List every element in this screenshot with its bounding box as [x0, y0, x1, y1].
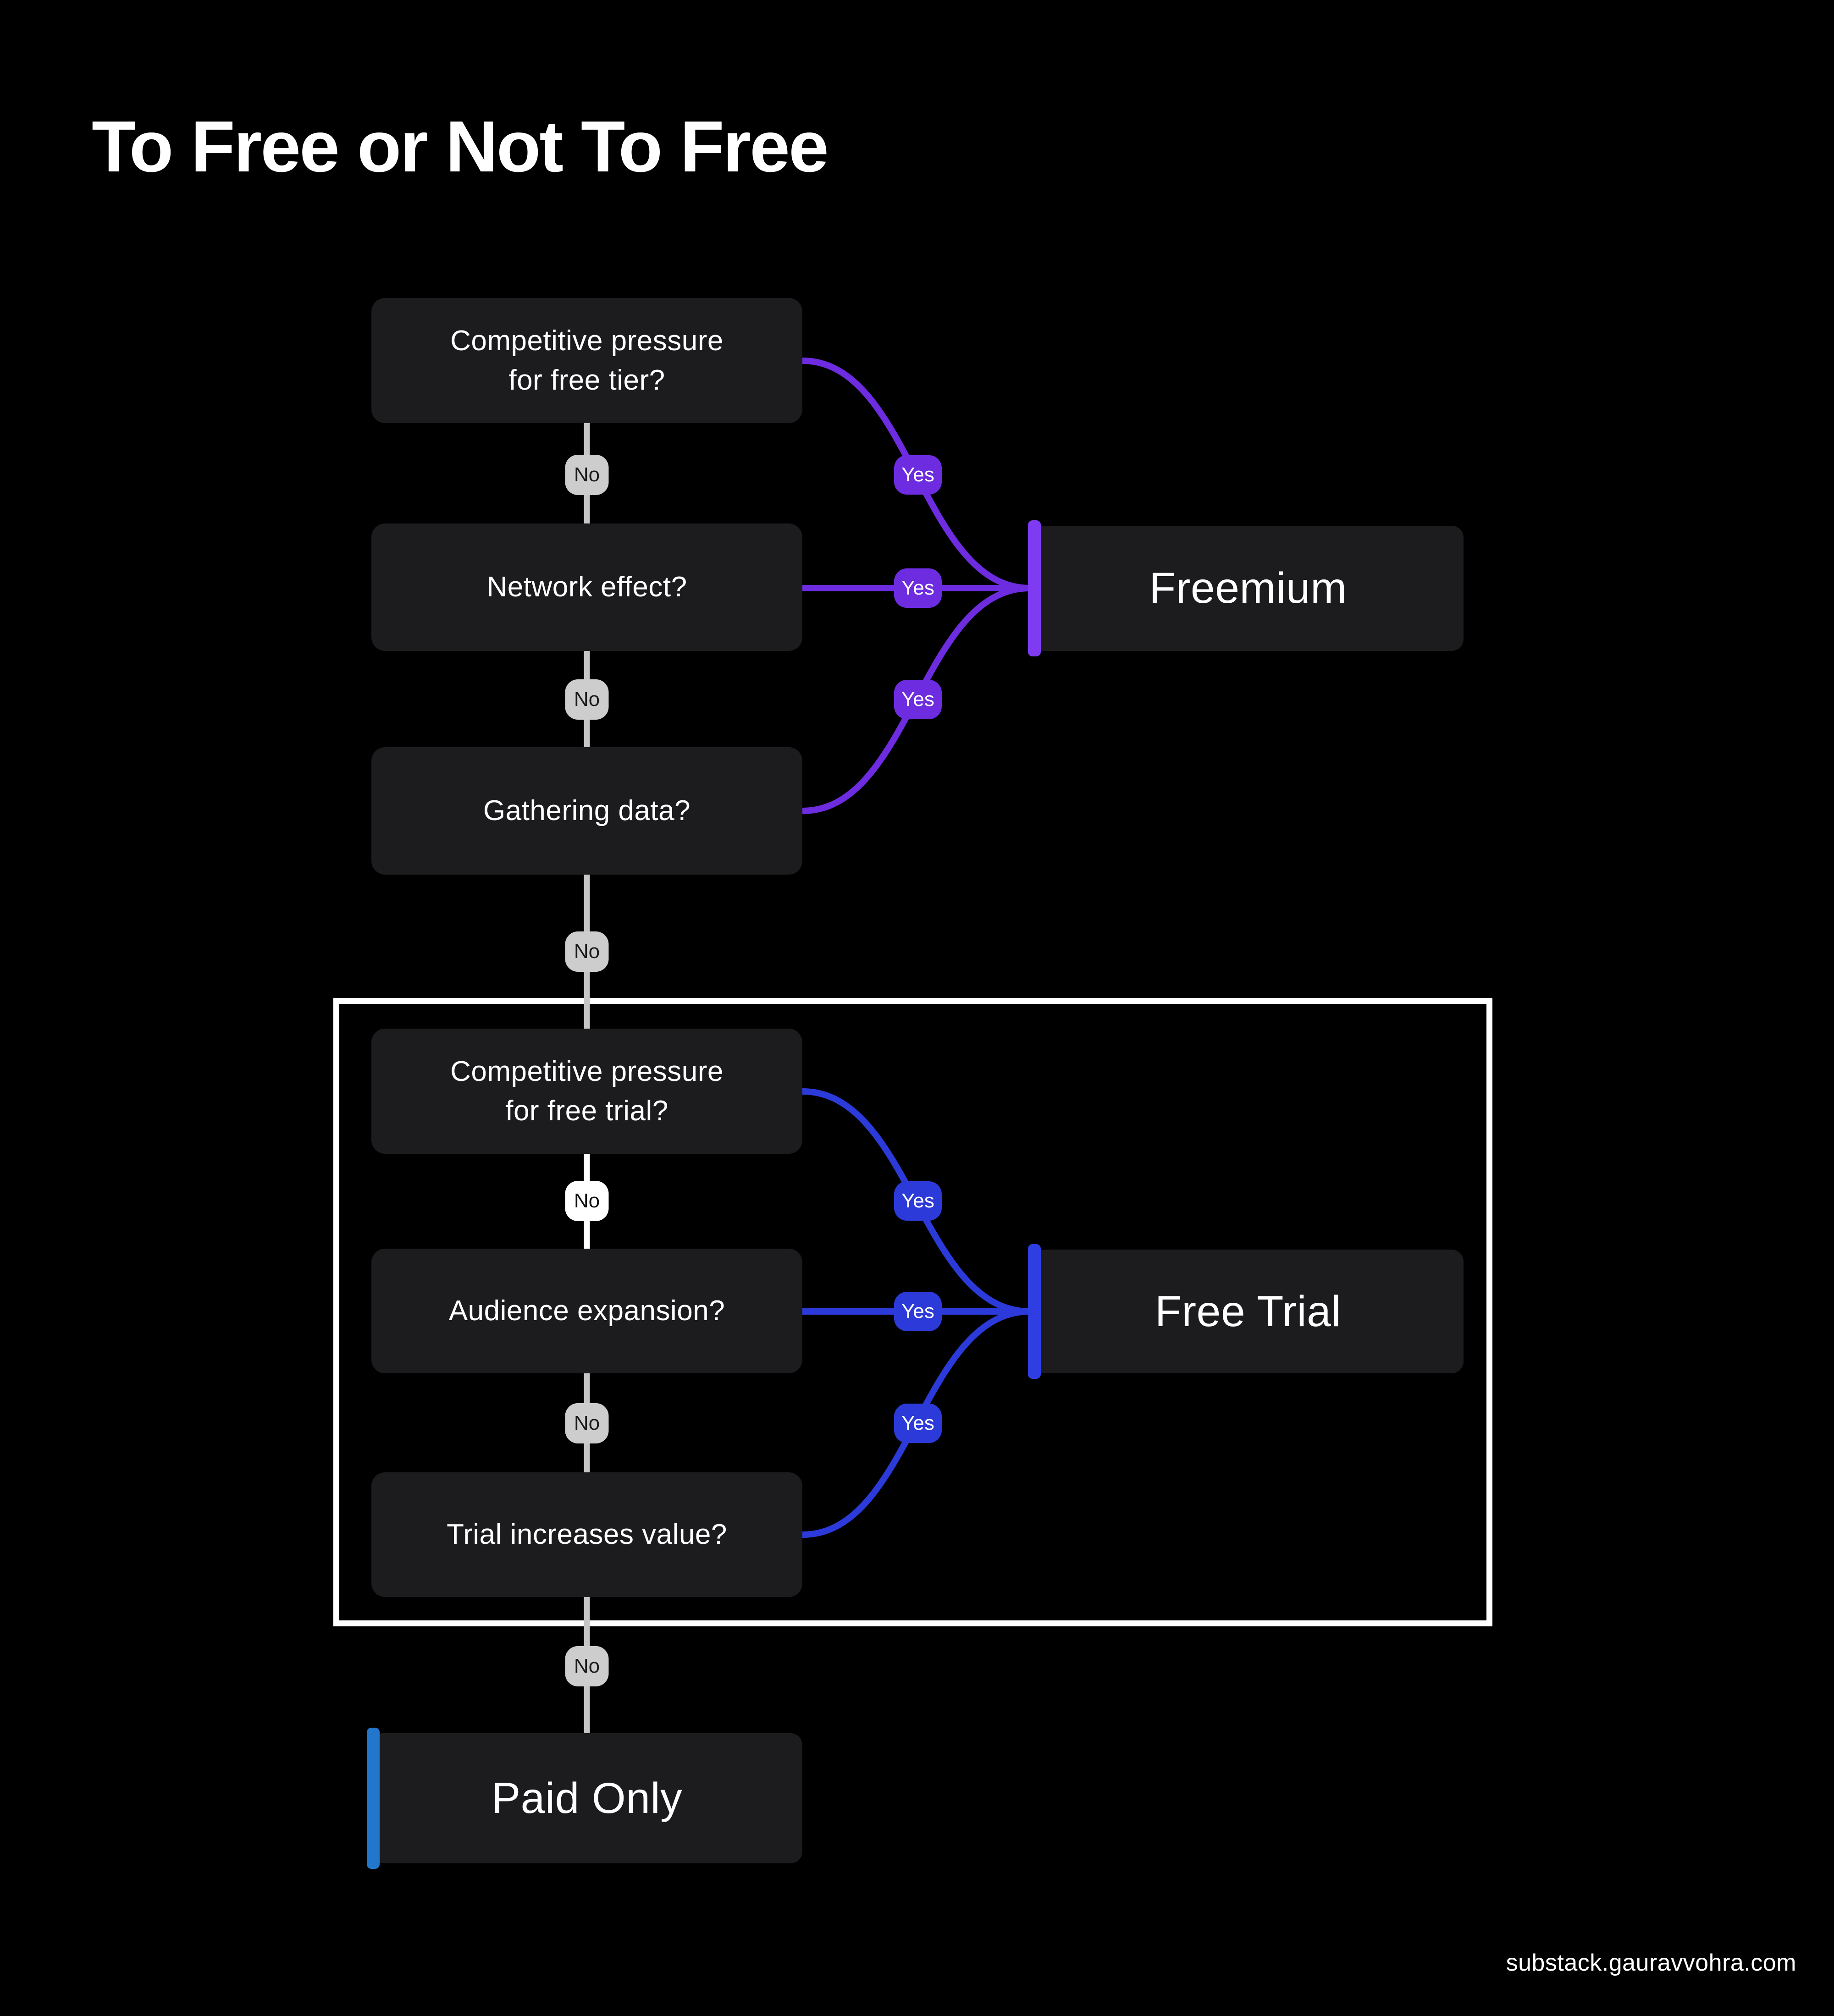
outcome-label-paid-only: Paid Only — [491, 1774, 683, 1823]
free-trial-accent-bar — [1028, 1244, 1041, 1379]
outcome-label-free-trial: Free Trial — [1155, 1287, 1342, 1336]
question-box-free-trial-pressure: Competitive pressure for free trial? — [371, 1029, 802, 1154]
footer-url: substack.gauravvohra.com — [1506, 1950, 1796, 1976]
question-box-audience-expansion: Audience expansion? — [371, 1249, 802, 1373]
paid-only-accent-bar — [367, 1728, 380, 1869]
question-box-free-tier-pressure: Competitive pressure for free tier? — [371, 298, 802, 423]
yes-badge-network-effect: Yes — [894, 568, 942, 608]
question-box-network-effect: Network effect? — [371, 523, 802, 651]
no-badge-free-trial-pressure: No — [565, 1181, 609, 1221]
free-trial-group-outline — [333, 998, 1492, 1626]
no-badge-free-tier: No — [565, 455, 609, 495]
no-badge-gathering-data: No — [565, 931, 609, 972]
outcome-box-paid-only: Paid Only — [367, 1728, 802, 1869]
outcome-label-freemium: Freemium — [1149, 564, 1347, 612]
no-badge-network-effect: No — [565, 679, 609, 720]
no-badge-audience-expansion: No — [565, 1403, 609, 1443]
no-badge-trial-value: No — [565, 1646, 609, 1686]
yes-badge-audience-expansion: Yes — [894, 1292, 942, 1331]
yes-badge-free-trial-pressure: Yes — [894, 1181, 942, 1221]
outcome-box-freemium: Freemium — [1028, 520, 1464, 656]
page-title: To Free or Not To Free — [92, 106, 829, 187]
question-box-gathering-data: Gathering data? — [371, 747, 802, 875]
question-box-trial-value: Trial increases value? — [371, 1472, 802, 1597]
freemium-accent-bar — [1028, 520, 1041, 656]
yes-badge-free-tier: Yes — [894, 455, 942, 495]
yes-badge-gathering-data: Yes — [894, 680, 942, 719]
yes-badge-trial-value: Yes — [894, 1404, 942, 1443]
outcome-box-free-trial: Free Trial — [1028, 1244, 1464, 1379]
